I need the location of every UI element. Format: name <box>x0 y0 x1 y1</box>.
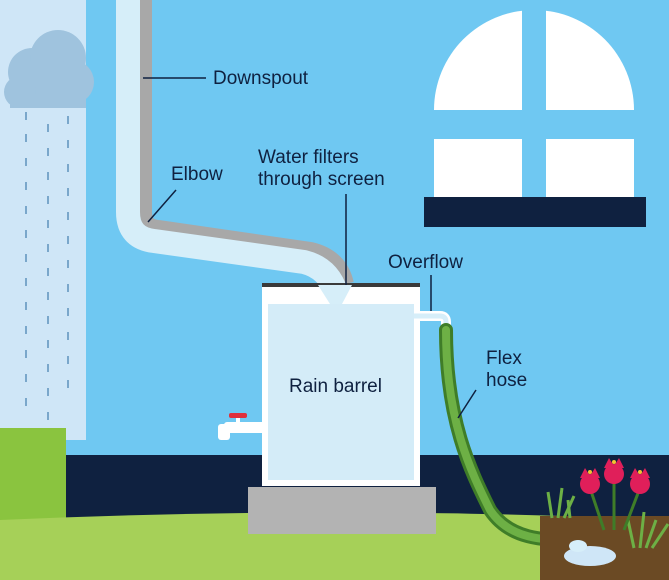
leader-elbow <box>147 189 177 223</box>
overflow-label: Overflow <box>388 252 463 273</box>
elbow-label: Elbow <box>171 164 223 185</box>
window <box>424 0 646 227</box>
leader-flex-hose <box>457 389 477 419</box>
flower-icon <box>580 458 650 494</box>
downspout <box>116 0 348 297</box>
flex-hose <box>442 326 574 544</box>
filter-label-line2: through screen <box>258 168 385 190</box>
barrel-pedestal <box>248 487 436 534</box>
rain-barrel <box>262 283 420 486</box>
rain-barrel-label: Rain barrel <box>289 376 382 397</box>
downspout-label: Downspout <box>213 68 309 89</box>
filter-label: Water filters through screen <box>258 147 385 191</box>
cloud-icon <box>4 30 94 108</box>
window-sill <box>424 197 646 227</box>
spigot-icon <box>218 413 268 440</box>
leader-lines <box>143 77 477 419</box>
garden-bed <box>540 458 669 580</box>
filter-label-line1: Water filters <box>258 147 359 168</box>
flex-hose-label: Flex hose <box>486 348 527 392</box>
water-stream <box>318 285 352 304</box>
flex-hose-label-line2: hose <box>486 369 528 391</box>
rain-drops <box>25 112 69 420</box>
overflow-fitting <box>414 311 451 332</box>
flex-hose-label-line1: Flex <box>486 348 522 369</box>
